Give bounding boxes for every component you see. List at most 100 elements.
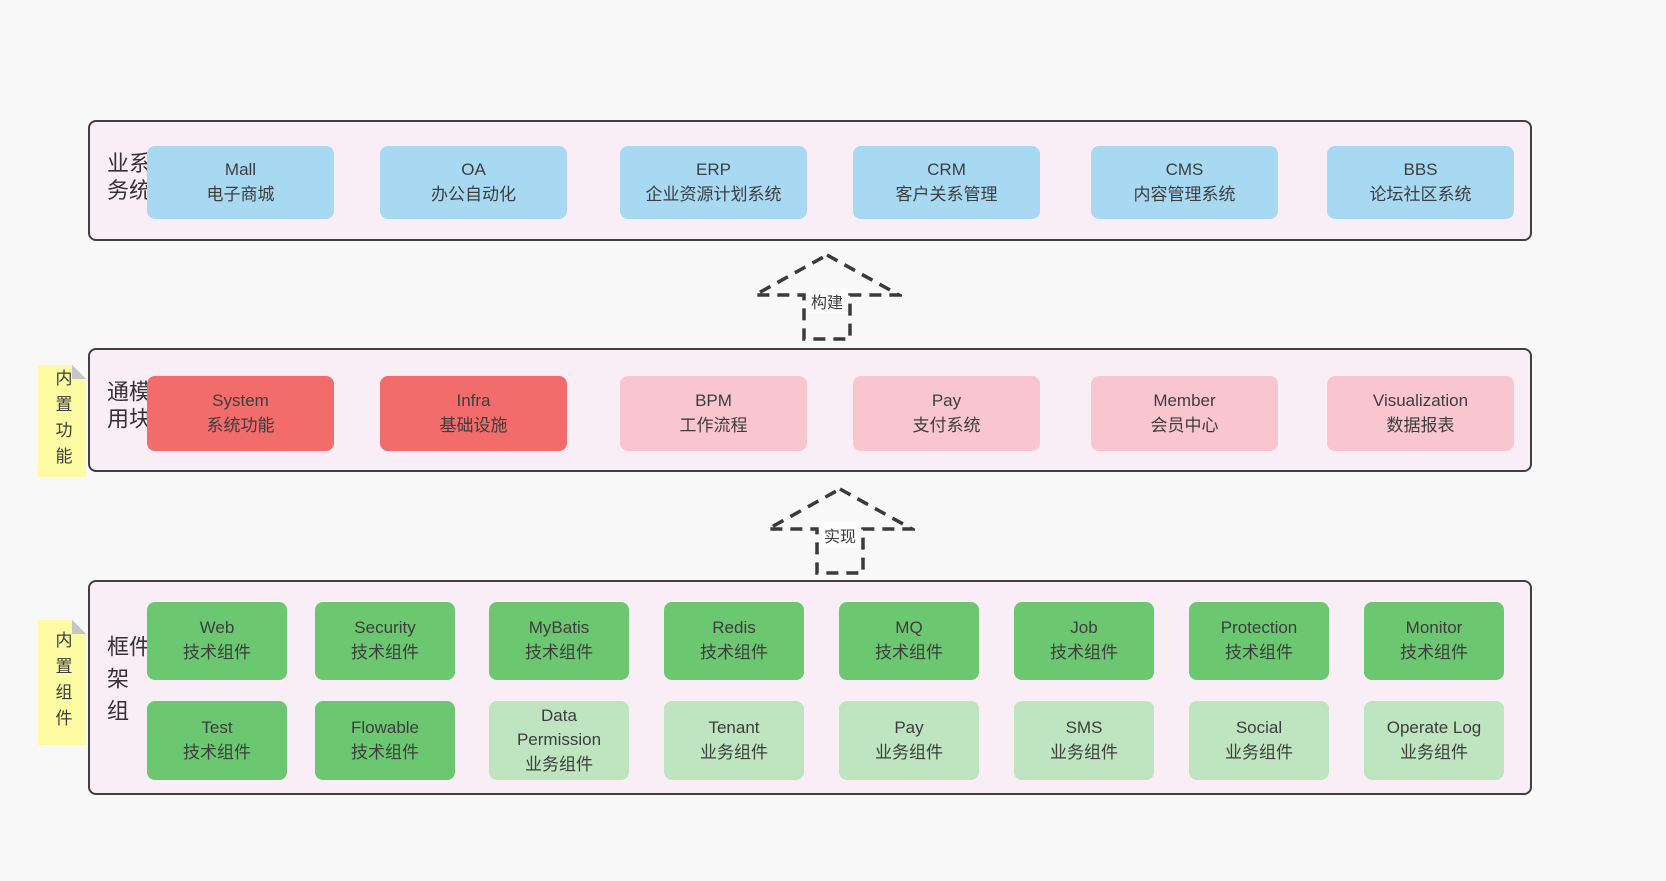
- box-title: ERP: [696, 159, 731, 179]
- layer-business-systems: 业务系统 Mall 电子商城 OA 办公自动化 ERP 企业资源计划系统 CRM…: [88, 120, 1532, 241]
- box-test: Test 技术组件: [147, 701, 287, 780]
- box-title: OA: [461, 159, 486, 179]
- box-subtitle: 业务组件: [525, 754, 593, 774]
- box-crm: CRM 客户关系管理: [853, 146, 1040, 219]
- box-title: System: [212, 390, 269, 410]
- box-operate-log: Operate Log 业务组件: [1364, 701, 1504, 780]
- box-title: CMS: [1165, 159, 1204, 179]
- sticky-label: 内置组件: [52, 630, 72, 735]
- box-redis: Redis 技术组件: [664, 602, 804, 680]
- box-subtitle: 基础设施: [439, 415, 508, 435]
- box-title: Member: [1153, 390, 1216, 410]
- box-subtitle: 技术组件: [183, 742, 251, 762]
- box-title: Visualization: [1372, 390, 1469, 410]
- box-member: Member 会员中心: [1091, 376, 1278, 451]
- box-mall: Mall 电子商城: [147, 146, 334, 219]
- box-title: BBS: [1403, 159, 1438, 179]
- box-title: CRM: [927, 159, 966, 179]
- box-title: Data Permission: [516, 705, 602, 750]
- box-subtitle: 数据报表: [1386, 415, 1455, 435]
- box-subtitle: 业务组件: [1225, 742, 1293, 762]
- box-subtitle: 技术组件: [351, 643, 419, 662]
- box-social: Social 业务组件: [1189, 701, 1329, 780]
- box-subtitle: 业务组件: [1050, 742, 1118, 762]
- box-data-permission: Data Permission 业务组件: [489, 701, 629, 780]
- box-title: Infra: [456, 390, 491, 410]
- box-title: Security: [354, 618, 416, 638]
- box-bbs: BBS 论坛社区系统: [1327, 146, 1514, 219]
- box-subtitle: 技术组件: [700, 643, 768, 662]
- layer-side-label: 框架组件: [104, 634, 151, 731]
- sticky-note-built-in-features: 内置功能: [38, 365, 86, 477]
- box-title: Mall: [224, 159, 257, 179]
- up-arrow-icon: [765, 486, 915, 575]
- box-title: Test: [201, 717, 233, 737]
- box-subtitle: 电子商城: [206, 184, 275, 204]
- box-web: Web 技术组件: [147, 602, 287, 680]
- box-subtitle: 技术组件: [875, 643, 943, 662]
- box-title: Job: [1070, 618, 1098, 638]
- layer-side-label: 业务系统: [104, 151, 151, 206]
- box-monitor: Monitor 技术组件: [1364, 602, 1504, 680]
- box-title: Redis: [712, 618, 756, 638]
- box-subtitle: 业务组件: [1400, 742, 1468, 762]
- box-visualization: Visualization 数据报表: [1327, 376, 1514, 451]
- box-title: Pay: [931, 390, 962, 410]
- box-tenant: Tenant 业务组件: [664, 701, 804, 780]
- box-title: SMS: [1065, 717, 1103, 737]
- sticky-label: 内置功能: [52, 369, 72, 473]
- box-title: BPM: [695, 390, 732, 410]
- box-sms: SMS 业务组件: [1014, 701, 1154, 780]
- box-mq: MQ 技术组件: [839, 602, 979, 680]
- box-subtitle: 业务组件: [700, 742, 768, 762]
- box-subtitle: 技术组件: [1050, 643, 1118, 662]
- build-arrow: 构建: [752, 252, 902, 342]
- box-title: MQ: [895, 618, 923, 638]
- layer-common-modules: 通用模块 System 系统功能 Infra 基础设施 BPM 工作流程 Pay…: [88, 348, 1532, 472]
- box-flowable: Flowable 技术组件: [315, 701, 455, 780]
- box-title: Pay: [894, 717, 924, 737]
- box-title: Social: [1235, 717, 1283, 737]
- box-oa: OA 办公自动化: [380, 146, 567, 219]
- box-pay-biz: Pay 业务组件: [839, 701, 979, 780]
- box-subtitle: 论坛社区系统: [1369, 184, 1472, 204]
- box-subtitle: 工作流程: [679, 415, 748, 435]
- implement-arrow: 实现: [765, 486, 915, 576]
- box-subtitle: 办公自动化: [431, 184, 516, 204]
- box-system: System 系统功能: [147, 376, 334, 451]
- up-arrow-icon: [752, 252, 902, 341]
- box-cms: CMS 内容管理系统: [1091, 146, 1278, 219]
- arrow-label: 构建: [806, 287, 848, 314]
- box-subtitle: 内容管理系统: [1133, 184, 1236, 204]
- box-subtitle: 系统功能: [206, 415, 275, 435]
- box-bpm: BPM 工作流程: [620, 376, 807, 451]
- box-security: Security 技术组件: [315, 602, 455, 680]
- box-subtitle: 技术组件: [1400, 643, 1468, 662]
- box-protection: Protection 技术组件: [1189, 602, 1329, 680]
- box-title: Protection: [1220, 618, 1298, 638]
- box-subtitle: 客户关系管理: [895, 184, 998, 204]
- folded-corner-icon: [72, 365, 86, 379]
- box-pay: Pay 支付系统: [853, 376, 1040, 451]
- box-title: Monitor: [1405, 618, 1463, 638]
- folded-corner-icon: [72, 620, 86, 634]
- box-title: Flowable: [350, 717, 420, 737]
- box-mybatis: MyBatis 技术组件: [489, 602, 629, 680]
- box-subtitle: 技术组件: [351, 742, 419, 762]
- box-erp: ERP 企业资源计划系统: [620, 146, 807, 219]
- arrow-label: 实现: [819, 521, 861, 548]
- box-infra: Infra 基础设施: [380, 376, 567, 451]
- box-subtitle: 业务组件: [875, 742, 943, 762]
- box-subtitle: 技术组件: [1225, 643, 1293, 662]
- box-subtitle: 支付系统: [912, 415, 981, 435]
- box-job: Job 技术组件: [1014, 602, 1154, 680]
- box-title: Web: [199, 618, 235, 638]
- layer-framework-components: 框架组件 Web 技术组件 Security 技术组件 MyBatis 技术组件…: [88, 580, 1532, 795]
- box-subtitle: 会员中心: [1150, 415, 1219, 435]
- box-title: MyBatis: [528, 618, 590, 638]
- box-title: Tenant: [708, 717, 760, 737]
- layer-side-label: 通用模块: [104, 380, 151, 434]
- sticky-note-built-in-components: 内置组件: [38, 620, 86, 745]
- box-subtitle: 企业资源计划系统: [645, 184, 782, 204]
